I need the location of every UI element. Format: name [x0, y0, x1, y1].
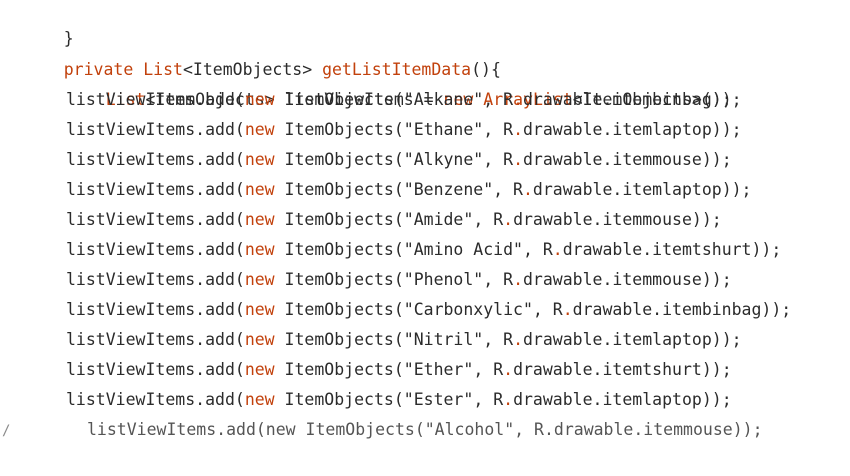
type-list: List [143, 60, 183, 79]
code-line-add-item: listViewItems.add(new ItemObjects("Nitri… [66, 330, 742, 349]
code-line-add-item: listViewItems.add(new ItemObjects("Pheno… [66, 270, 732, 289]
code-line-declaration: List<ItemObjects> listViewItems = new Ar… [105, 90, 732, 109]
code-line-add-item: listViewItems.add(new ItemObjects("Ester… [66, 390, 732, 409]
gutter-mark: / [2, 423, 11, 439]
method-name: getListItemData [322, 60, 472, 79]
code-line-add-item: listViewItems.add(new ItemObjects("Amino… [66, 240, 782, 259]
code-line-add-item: listViewItems.add(new ItemObjects("Ether… [66, 360, 732, 379]
code-line-add-item: listViewItems.add(new ItemObjects("Amide… [66, 210, 722, 229]
code-line-alcohol: listViewItems.add(new ItemObjects("Alcoh… [87, 420, 763, 439]
code-line-method-signature: private List<ItemObjects> getListItemDat… [63, 60, 501, 79]
code-line-add-item: listViewItems.add(new ItemObjects("Alkyn… [66, 150, 732, 169]
code-line-add-item: listViewItems.add(new ItemObjects("Carbo… [66, 300, 792, 319]
keyword-private: private [63, 60, 134, 79]
code-line-closing-brace: } [63, 29, 74, 48]
code-line-add-item: listViewItems.add(new ItemObjects("Ethan… [66, 120, 742, 139]
code-line-add-item: listViewItems.add(new ItemObjects("Alkan… [66, 90, 742, 109]
code-line-add-item: listViewItems.add(new ItemObjects("Benze… [66, 180, 752, 199]
